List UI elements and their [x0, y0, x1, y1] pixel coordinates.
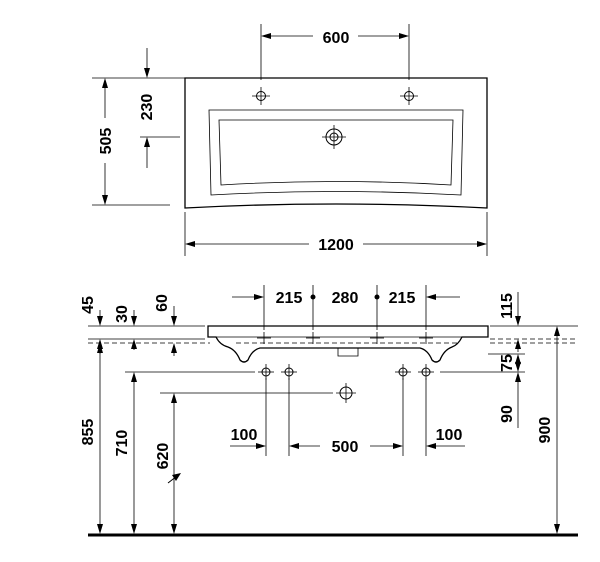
dimension-900: 900	[537, 326, 560, 534]
dim-60-label: 60	[154, 294, 171, 312]
dimension-chain-bottom: 100 500 100	[230, 378, 465, 456]
dimension-620: 620	[155, 393, 181, 534]
dim-75-label: 75	[499, 354, 516, 372]
front-view: 215 280 215 115 45 30	[80, 285, 578, 537]
dim-500-label: 500	[332, 439, 359, 456]
dimension-600: 600	[260, 24, 410, 80]
dim-100-left-label: 100	[231, 427, 258, 444]
dim-45-label: 45	[80, 296, 97, 314]
dimension-60: 60	[154, 294, 177, 356]
dim-100-right-label: 100	[436, 427, 463, 444]
waste-outlet-icon	[336, 383, 356, 403]
dim-115-label: 115	[499, 293, 516, 319]
dim-90-label: 90	[499, 405, 516, 423]
dim-280-label: 280	[332, 290, 359, 307]
dim-900-label: 900	[537, 417, 554, 444]
fixing-points	[258, 364, 434, 403]
front-tap-holes	[257, 332, 433, 344]
top-view: 600 230 505	[92, 24, 488, 256]
dimension-45: 45	[80, 296, 103, 354]
tap-marker-icon	[370, 332, 384, 344]
dimension-505: 505	[92, 77, 170, 206]
dimension-710: 710	[114, 372, 137, 534]
dimension-855: 855	[80, 339, 103, 534]
fixing-point-icon	[418, 364, 434, 380]
dimension-230: 230	[139, 48, 185, 168]
dim-215-left-label: 215	[276, 290, 303, 307]
pointer-arrow-icon	[167, 473, 181, 484]
fixing-point-icon	[395, 364, 411, 380]
tap-marker-icon	[306, 332, 320, 344]
dimension-chain-top: 215 280 215	[232, 285, 460, 330]
dimension-90: 90	[499, 372, 521, 428]
dim-620-label: 620	[155, 443, 172, 470]
dim-855-label: 855	[80, 419, 97, 446]
dim-230-label: 230	[139, 94, 156, 121]
drain-icon	[322, 125, 346, 149]
dimension-115: 115	[499, 292, 521, 352]
drain-body	[337, 348, 359, 357]
tap-marker-icon	[257, 332, 271, 344]
tap-marker-icon	[419, 332, 433, 344]
dim-30-label: 30	[114, 305, 131, 323]
dimension-30: 30	[114, 305, 137, 350]
dim-710-label: 710	[114, 430, 131, 457]
dimension-1200: 1200	[184, 212, 488, 256]
dimension-75: 75	[499, 354, 521, 372]
dim-215-right-label: 215	[389, 290, 416, 307]
inner-bowl-outer	[208, 109, 464, 196]
tap-hole-right-icon	[400, 87, 418, 105]
dim-505-label: 505	[98, 128, 115, 155]
basin-outline-front	[207, 325, 489, 363]
basin-outline-top	[184, 77, 488, 209]
fixing-point-icon	[281, 364, 297, 380]
inner-bowl-inner	[218, 119, 454, 186]
dim-1200-label: 1200	[318, 237, 354, 254]
fixing-point-icon	[258, 364, 274, 380]
tap-hole-left-icon	[252, 87, 270, 105]
dim-600-label: 600	[323, 30, 350, 47]
